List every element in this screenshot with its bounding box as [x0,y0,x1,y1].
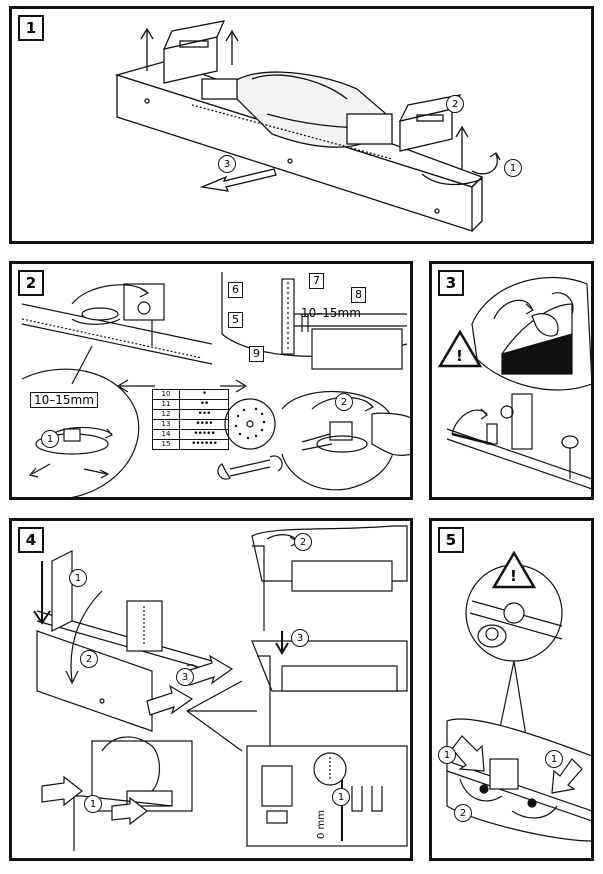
step-4-panel: 4 [9,518,413,861]
table-row: 11•• [152,399,229,410]
step-number: 3 [438,270,464,296]
callout-2b: 2 [294,533,312,551]
alignment-drawing [33,525,408,851]
callout-2: 2 [335,393,353,411]
callout-1a: 1 [438,746,456,764]
step-number: 2 [18,270,44,296]
step-number: 5 [438,527,464,553]
callout-2: 2 [454,804,472,822]
callout-3b: 3 [291,629,309,647]
callout-2a: 2 [80,650,98,668]
step-number: 1 [18,15,44,41]
table-row: 15•••••• [152,439,229,450]
table-row: 13•••• [152,419,229,430]
label-9: 9 [249,346,264,362]
callout-3: 3 [218,155,236,173]
step-5-panel: 5 ! 1 2 1 [429,518,594,861]
step-2-panel: 2 [9,261,413,500]
label-6: 6 [228,282,243,298]
bolt-tightening-drawing [446,550,591,842]
step-1-panel: 1 [9,6,594,244]
hole-size-table: 10• 11•• 12••• 13•••• 14••••• 15•••••• [152,389,229,450]
callout-3a: 1 [69,569,87,587]
rail-assembly-drawing [114,20,501,232]
callout-1a: 3 [176,668,194,686]
tape-removal-drawing [437,276,591,490]
dimension-top: 10–15mm [301,306,361,320]
table-row: 12••• [152,409,229,420]
callout-1b: 1 [332,788,350,806]
callout-1b: 1 [545,750,563,768]
dimension-left: 10–15mm [30,392,98,408]
table-row: 10• [152,389,229,400]
step-3-panel: 3 ! [429,261,594,500]
callout-2: 2 [446,95,464,113]
label-7: 7 [309,273,324,289]
callout-1c: 1 [84,795,102,813]
callout-1: 1 [41,430,59,448]
table-row: 14••••• [152,429,229,440]
callout-1: 1 [504,159,522,177]
zero-mm-label: 0 mm [316,809,327,839]
label-5: 5 [228,312,243,328]
adjustment-drawing [21,272,410,497]
warning-icon: ! [456,347,463,365]
step-number: 4 [18,527,44,553]
label-8: 8 [351,287,366,303]
warning-icon: ! [510,567,517,585]
